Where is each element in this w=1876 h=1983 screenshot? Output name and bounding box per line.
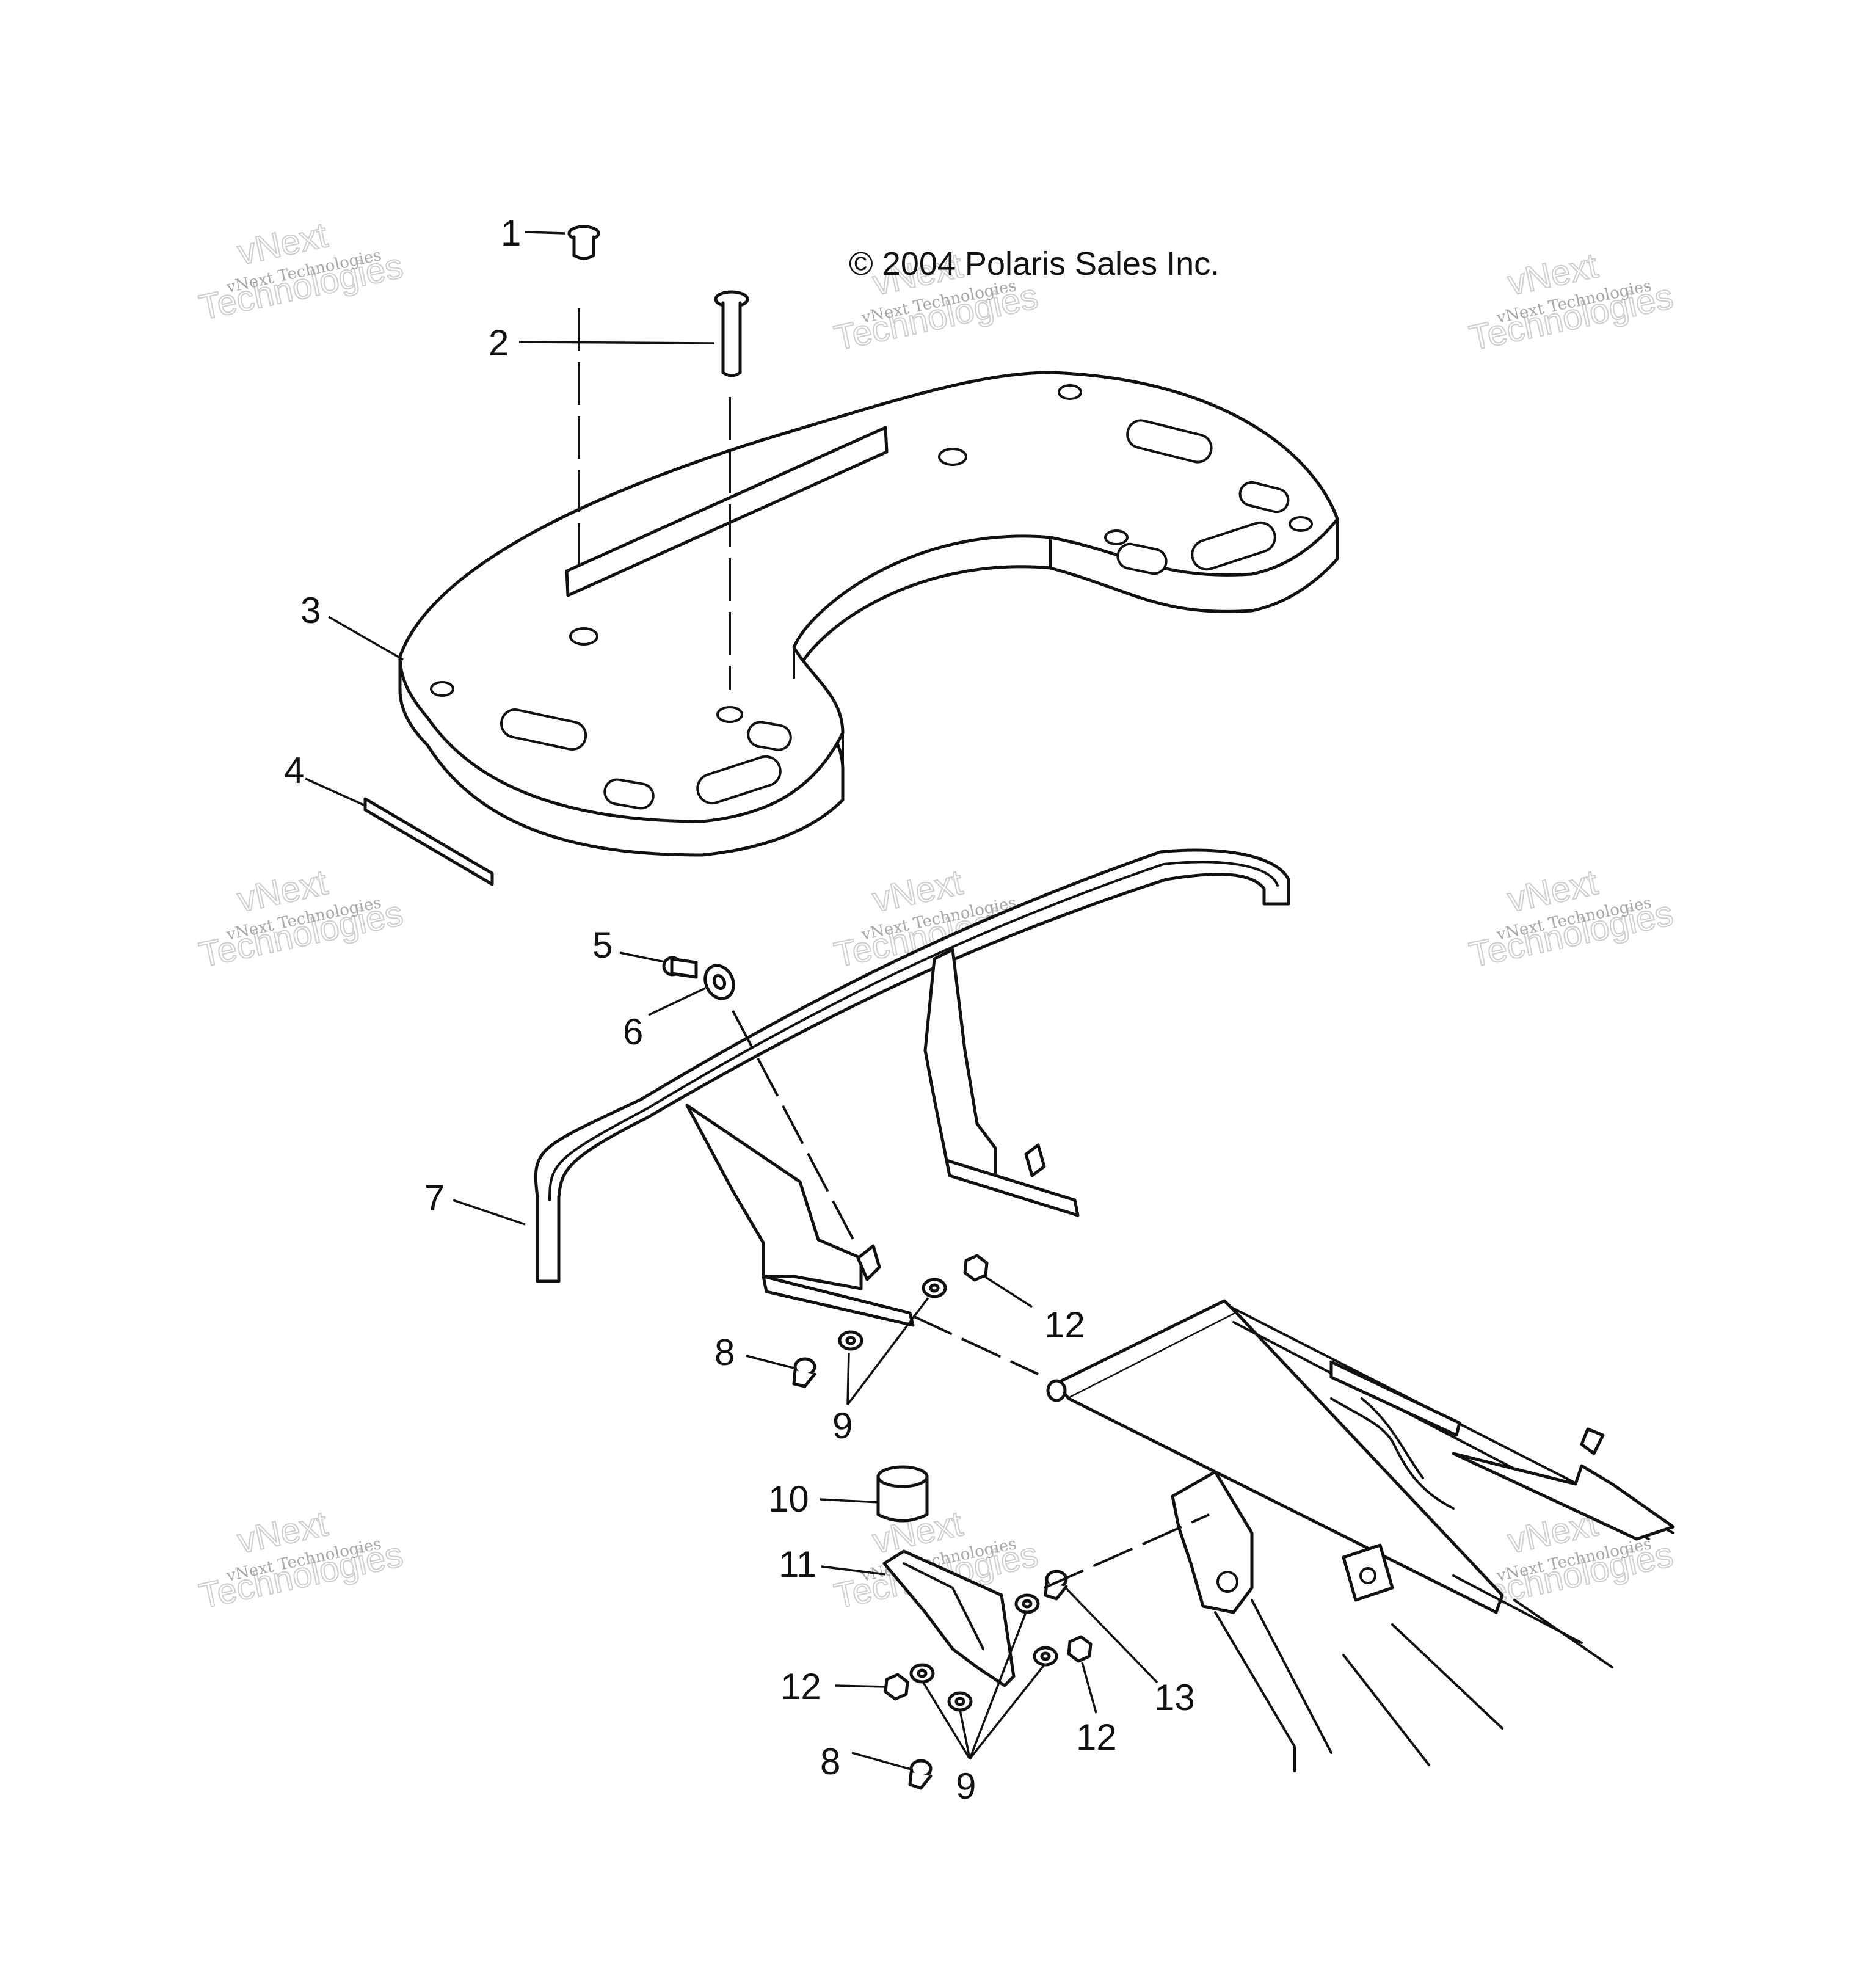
part-10-spacer [876, 1465, 929, 1523]
callout-1: 1 [501, 213, 521, 253]
alignment-lines [578, 308, 1210, 1589]
callout-11: 11 [779, 1544, 816, 1585]
part-3-rack-plate [398, 371, 1339, 857]
callout-8-lower: 8 [820, 1741, 840, 1782]
callouts: 1 2 3 4 5 6 7 8 9 12 10 11 12 8 12 13 9 [284, 213, 1195, 1807]
leader-lines [305, 231, 1158, 1771]
part-8-bolt-lower [908, 1759, 933, 1790]
callout-8-upper: 8 [714, 1332, 735, 1373]
watermark: vNext Technologies vNext Technologies [1466, 862, 1678, 975]
vehicle-frame [1046, 1299, 1675, 1772]
callout-5: 5 [592, 925, 613, 966]
callout-3: 3 [300, 590, 321, 631]
callout-2: 2 [489, 322, 509, 363]
part-5-bolt [662, 956, 698, 979]
watermark: vNext Technologies vNext Technologies [1466, 245, 1678, 358]
part-11-bracket [882, 1549, 1016, 1687]
callout-12-lower-left: 12 [780, 1666, 821, 1707]
part-1-screw [567, 225, 600, 260]
part-7-rack-frame [534, 848, 1290, 1327]
callout-9-lower: 9 [956, 1766, 976, 1807]
callout-12-lower-right: 12 [1076, 1717, 1117, 1758]
watermark: vNext Technologies vNext Technologies [195, 862, 407, 975]
callout-6: 6 [623, 1011, 643, 1052]
callout-7: 7 [424, 1177, 445, 1218]
part-4-strip [363, 797, 494, 886]
callout-9-upper: 9 [832, 1405, 853, 1446]
watermark: vNext Technologies vNext Technologies [195, 1503, 407, 1617]
watermark: vNext Technologies vNext Technologies [195, 214, 407, 328]
callout-13: 13 [1154, 1677, 1195, 1718]
part-2-pin [714, 290, 749, 377]
copyright-text: © 2004 Polaris Sales Inc. [849, 246, 1220, 282]
callout-10: 10 [768, 1479, 809, 1519]
part-9-washers [838, 1278, 1058, 1712]
part-12-nuts [884, 1254, 1093, 1701]
callout-4: 4 [284, 750, 304, 791]
part-6-washer [704, 964, 735, 1000]
part-8-bolt-upper [792, 1357, 816, 1388]
callout-12-upper: 12 [1044, 1304, 1085, 1345]
